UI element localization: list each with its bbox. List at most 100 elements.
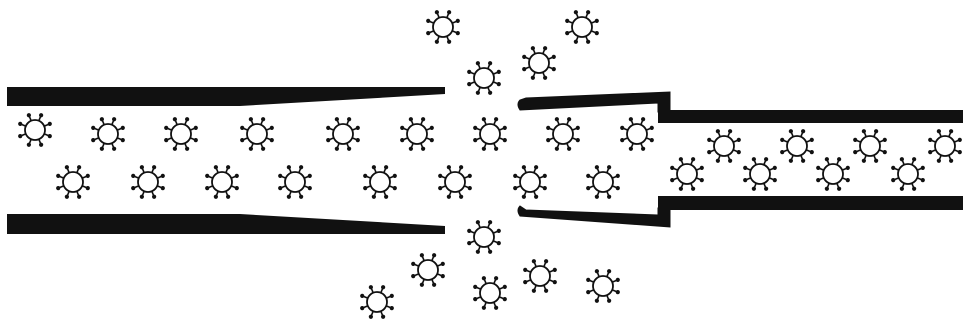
virus-spike-tip (494, 147, 498, 151)
virus-spike-tip (555, 147, 559, 151)
virus-spike-tip (467, 70, 471, 74)
virus-spike-tip (743, 166, 747, 170)
virus-spike-tip (522, 67, 526, 71)
virus-spike-tip (467, 229, 471, 233)
virus-spike-tip (574, 10, 578, 14)
virus-spike-tip (91, 138, 95, 142)
virus-spike-tip (121, 138, 125, 142)
virus-spike-tip (56, 186, 60, 190)
virus-spike-tip (369, 315, 373, 319)
virus-spike-tip (235, 186, 239, 190)
virus-body (171, 124, 191, 144)
virus-body (480, 283, 500, 303)
virus-spike-tip (488, 61, 492, 65)
right-pipe-lower-wall (658, 196, 963, 210)
virus-spike-tip (546, 126, 550, 130)
virus-spike-tip (552, 55, 556, 59)
virus-spike-tip (810, 138, 814, 142)
virus-spike-tip (240, 138, 244, 142)
virus-spike-tip (91, 126, 95, 130)
virus-spike-tip (494, 276, 498, 280)
virus-spike-tip (473, 126, 477, 130)
virus-spike-tip (679, 187, 683, 191)
virus-icon-in-pipe (707, 129, 741, 163)
virus-spike-tip (574, 40, 578, 44)
virus-spike-tip (737, 150, 741, 154)
virus-spike-tip (801, 129, 805, 133)
virus-spike-tip (360, 306, 364, 310)
virus-spike-tip (576, 126, 580, 130)
virus-spike-tip (900, 187, 904, 191)
virus-body (787, 136, 807, 156)
virus-spike-tip (235, 174, 239, 178)
virus-icon-in-pipe (473, 117, 507, 151)
virus-spike-tip (595, 165, 599, 169)
virus-spike-tip (121, 126, 125, 130)
virus-spike-tip (86, 174, 90, 178)
virus-spike-tip (553, 280, 557, 284)
virus-spike-tip (77, 195, 81, 199)
virus-icon-in-pipe (620, 117, 654, 151)
virus-spike-tip (140, 165, 144, 169)
virus-spike-tip (100, 147, 104, 151)
virus-body (627, 124, 647, 144)
virus-spike-tip (185, 117, 189, 121)
virus-body (285, 172, 305, 192)
virus-spike-tip (140, 195, 144, 199)
virus-spike-tip (789, 159, 793, 163)
virus-spike-tip (544, 289, 548, 293)
virus-spike-tip (476, 250, 480, 254)
virus-spike-tip (420, 283, 424, 287)
virus-spike-tip (752, 187, 756, 191)
virus-spike-tip (363, 174, 367, 178)
virus-spike-tip (476, 220, 480, 224)
virus-spike-tip (372, 165, 376, 169)
virus-spike-tip (214, 165, 218, 169)
virus-spike-tip (426, 31, 430, 35)
virus-spike-tip (629, 147, 633, 151)
virus-spike-tip (226, 195, 230, 199)
connector-lower-wall (518, 206, 670, 227)
virus-spike-tip (620, 138, 624, 142)
virus-icon-in-pipe (891, 157, 925, 191)
virus-spike-tip (48, 122, 52, 126)
virus-spike-tip (837, 187, 841, 191)
virus-spike-tip (369, 285, 373, 289)
virus-spike-tip (494, 306, 498, 310)
virus-spike-tip (426, 19, 430, 23)
virus-spike-tip (650, 138, 654, 142)
virus-spike-tip (270, 138, 274, 142)
virus-spike-tip (958, 150, 962, 154)
virus-spike-tip (409, 117, 413, 121)
virus-spike-tip (891, 178, 895, 182)
virus-spike-tip (862, 129, 866, 133)
virus-spike-tip (949, 159, 953, 163)
virus-spike-tip (586, 290, 590, 294)
virus-spike-tip (544, 259, 548, 263)
virus-spike-tip (728, 159, 732, 163)
virus-spike-tip (468, 186, 472, 190)
virus-icon-in-pipe (278, 165, 312, 199)
virus-spike-tip (522, 55, 526, 59)
virus-spike-tip (737, 138, 741, 142)
virus-spike-tip (691, 187, 695, 191)
virus-spike-tip (173, 147, 177, 151)
virus-spike-tip (853, 138, 857, 142)
virus-body (433, 17, 453, 37)
virus-spike-tip (503, 285, 507, 289)
left-pipe-upper-wall (7, 87, 445, 106)
virus-body (823, 164, 843, 184)
virus-spike-tip (482, 276, 486, 280)
right-pipe-upper-wall (658, 110, 963, 123)
virus-spike-tip (381, 315, 385, 319)
virus-spike-tip (164, 138, 168, 142)
virus-spike-tip (650, 126, 654, 130)
virus-spike-tip (438, 174, 442, 178)
virus-spike-tip (780, 138, 784, 142)
virus-spike-tip (670, 178, 674, 182)
virus-spike-tip (421, 117, 425, 121)
virus-spike-tip (432, 253, 436, 257)
virus-spike-tip (503, 126, 507, 130)
virus-icon-in-pipe (240, 117, 274, 151)
connector-upper-wall (518, 92, 670, 112)
